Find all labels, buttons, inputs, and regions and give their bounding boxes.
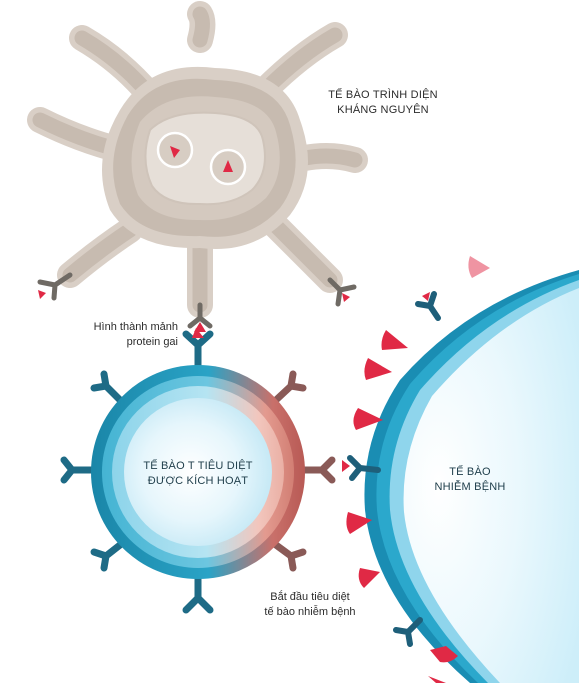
infected-receptors	[347, 291, 441, 647]
apc-label-line2: KHÁNG NGUYÊN	[337, 104, 429, 116]
spike-formation-label: Hình thành mảnh protein gai	[58, 320, 178, 350]
activated-killer-t-cell	[60, 328, 336, 614]
bound-antigen-icon	[192, 328, 204, 338]
kill-label-line2: tế bào nhiễm bệnh	[264, 606, 356, 618]
presented-antigen-icon	[422, 292, 430, 301]
apc-label: TẾ BÀO TRÌNH DIỆN KHÁNG NGUYÊN	[318, 88, 448, 118]
infected-cell-label: TẾ BÀO NHIỄM BỆNH	[415, 465, 525, 495]
presented-antigen-icon	[342, 460, 350, 472]
spike-label-line1: Hình thành mảnh	[93, 321, 178, 333]
antigen-fragment-icon	[170, 146, 180, 158]
apc-receptors	[37, 272, 357, 329]
apc-label-line1: TẾ BÀO TRÌNH DIỆN	[328, 89, 438, 101]
t-cell-label: TẾ BÀO T TIÊU DIỆT ĐƯỢC KÍCH HOẠT	[133, 459, 263, 489]
kill-start-label: Bắt đầu tiêu diệt tế bào nhiễm bệnh	[250, 590, 370, 620]
infected-cytoplasm	[403, 288, 579, 683]
mhc-antigen-icon	[38, 290, 46, 299]
kill-label-line1: Bắt đầu tiêu diệt	[270, 591, 350, 603]
mhc-antigen-icon	[342, 293, 350, 302]
antigen-presenting-cell	[27, 1, 368, 332]
t-cell-label-line2: ĐƯỢC KÍCH HOẠT	[147, 475, 249, 487]
t-cell-core	[124, 398, 272, 546]
infected-label-line2: NHIỄM BỆNH	[434, 481, 506, 493]
viral-spikes	[346, 256, 490, 683]
infected-label-line1: TẾ BÀO	[449, 466, 491, 478]
antigen-fragment-icon	[223, 160, 233, 172]
t-cell-label-line1: TẾ BÀO T TIÊU DIỆT	[143, 460, 253, 472]
infected-cell	[342, 256, 579, 683]
spike-label-line2: protein gai	[126, 336, 178, 348]
